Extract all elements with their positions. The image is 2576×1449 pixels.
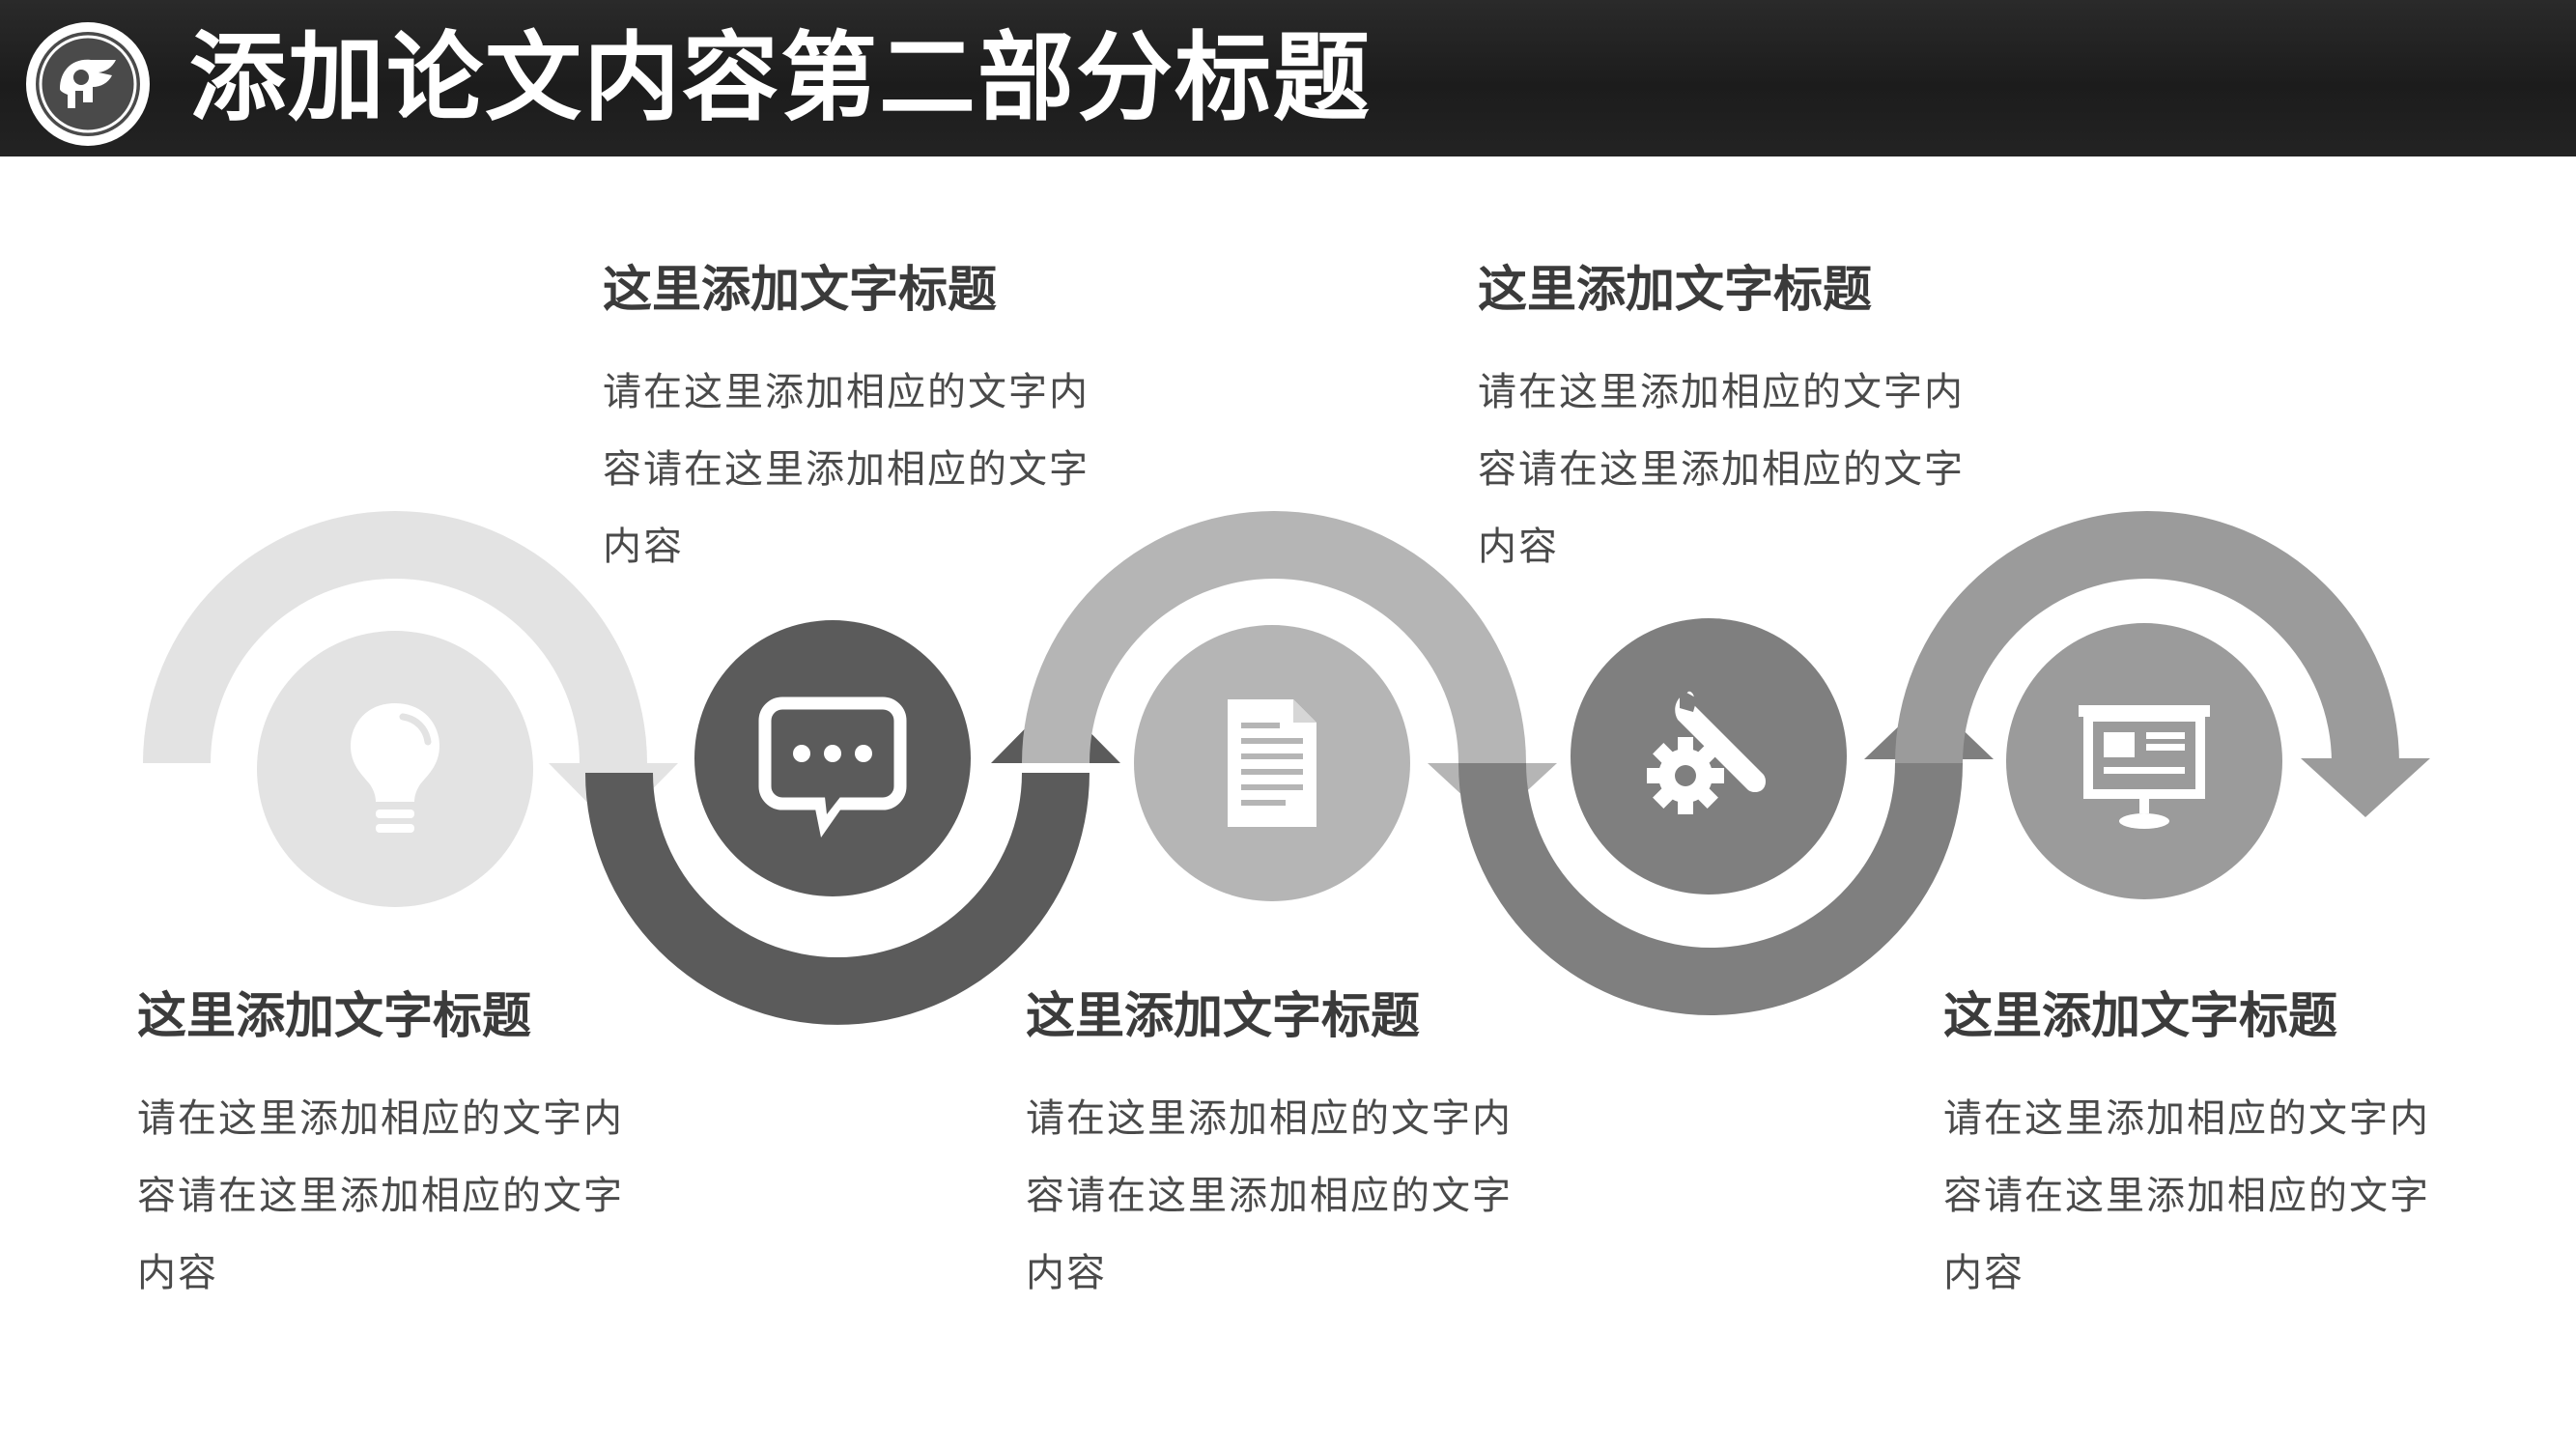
presentation-board-icon <box>2079 705 2210 829</box>
step5-circle <box>2006 623 2282 899</box>
step5-arrow <box>1895 511 2430 817</box>
step2-title: 这里添加文字标题 <box>603 262 998 319</box>
school-badge-icon <box>26 22 150 146</box>
step1-body: 请在这里添加相应的文字内容请在这里添加相应的文字内容 <box>137 1096 624 1295</box>
step5-title: 这里添加文字标题 <box>1943 988 2338 1045</box>
step3-title: 这里添加文字标题 <box>1026 988 1421 1045</box>
page-title: 添加论文内容第二部分标题 <box>189 21 1372 134</box>
step3-body: 请在这里添加相应的文字内容请在这里添加相应的文字内容 <box>1026 1096 1513 1295</box>
step2-body: 请在这里添加相应的文字内容请在这里添加相应的文字内容 <box>603 370 1090 569</box>
step1-text: 这里添加文字标题 请在这里添加相应的文字内容请在这里添加相应的文字内容 <box>137 983 678 1312</box>
lightbulb-icon <box>351 703 439 833</box>
step4-title: 这里添加文字标题 <box>1478 262 1873 319</box>
header-bar: 添加论文内容第二部分标题 <box>0 0 2576 156</box>
step1-title: 这里添加文字标题 <box>137 988 532 1045</box>
document-icon <box>1228 699 1316 827</box>
step2-text: 这里添加文字标题 请在这里添加相应的文字内容请在这里添加相应的文字内容 <box>603 257 1144 585</box>
step3-text: 这里添加文字标题 请在这里添加相应的文字内容请在这里添加相应的文字内容 <box>1026 983 1567 1312</box>
chat-bubble-icon <box>758 696 907 838</box>
step5-text: 这里添加文字标题 请在这里添加相应的文字内容请在这里添加相应的文字内容 <box>1943 983 2484 1312</box>
step4-text: 这里添加文字标题 请在这里添加相应的文字内容请在这里添加相应的文字内容 <box>1478 257 2019 585</box>
step5-body: 请在这里添加相应的文字内容请在这里添加相应的文字内容 <box>1943 1096 2430 1295</box>
step4-body: 请在这里添加相应的文字内容请在这里添加相应的文字内容 <box>1478 370 1965 569</box>
